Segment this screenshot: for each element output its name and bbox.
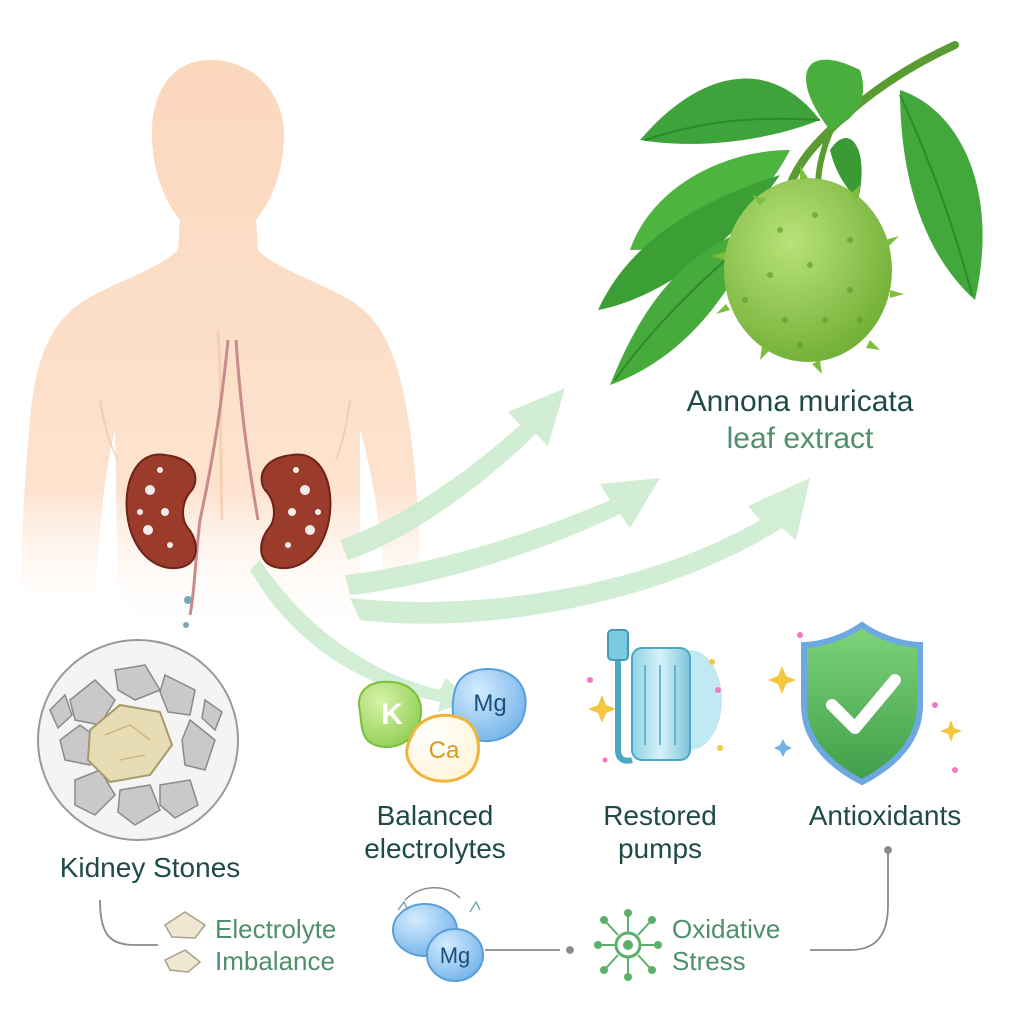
kidney-stones-label: Kidney Stones (59, 852, 241, 883)
flow-arrows (250, 388, 810, 712)
oxidative-stress-label-line2: Stress (672, 946, 746, 976)
electrolyte-imbalance-label-line2: Imbalance (215, 946, 335, 976)
molecule-icon (594, 909, 662, 981)
soursop-branch-illustration (598, 41, 983, 385)
restored-pumps-label-line1: Restored (603, 800, 717, 831)
crystal-icon (163, 911, 207, 973)
ion-pump-illustration (587, 629, 723, 764)
magnesium-ion-icon (392, 886, 484, 982)
oxidative-stress-label-line1: Oxidative (672, 914, 781, 944)
bottom-flow-connector (99, 846, 892, 954)
kidney-stones-illustration (37, 639, 239, 841)
restored-pumps-label-line2: pumps (617, 833, 703, 864)
electrolyte-imbalance-label-line1: Electrolyte (215, 914, 337, 944)
potassium-ion-label: K (381, 698, 403, 731)
imbalance-mg-label: Mg (439, 943, 471, 968)
magnesium-ion-label: Mg (473, 690, 507, 717)
antioxidants-label: Antioxidants (808, 800, 962, 831)
balanced-electrolytes-label-line2: electrolytes (364, 833, 506, 864)
balanced-electrolytes-label-line1: Balanced (376, 800, 494, 831)
plant-name: Annona muricata (686, 385, 914, 418)
kidneys-illustration (125, 339, 332, 628)
plant-subtitle: leaf extract (726, 422, 874, 455)
electrolyte-ions-illustration (358, 668, 527, 783)
calcium-ion-label: Ca (428, 737, 460, 764)
antioxidant-shield-icon (768, 621, 962, 786)
